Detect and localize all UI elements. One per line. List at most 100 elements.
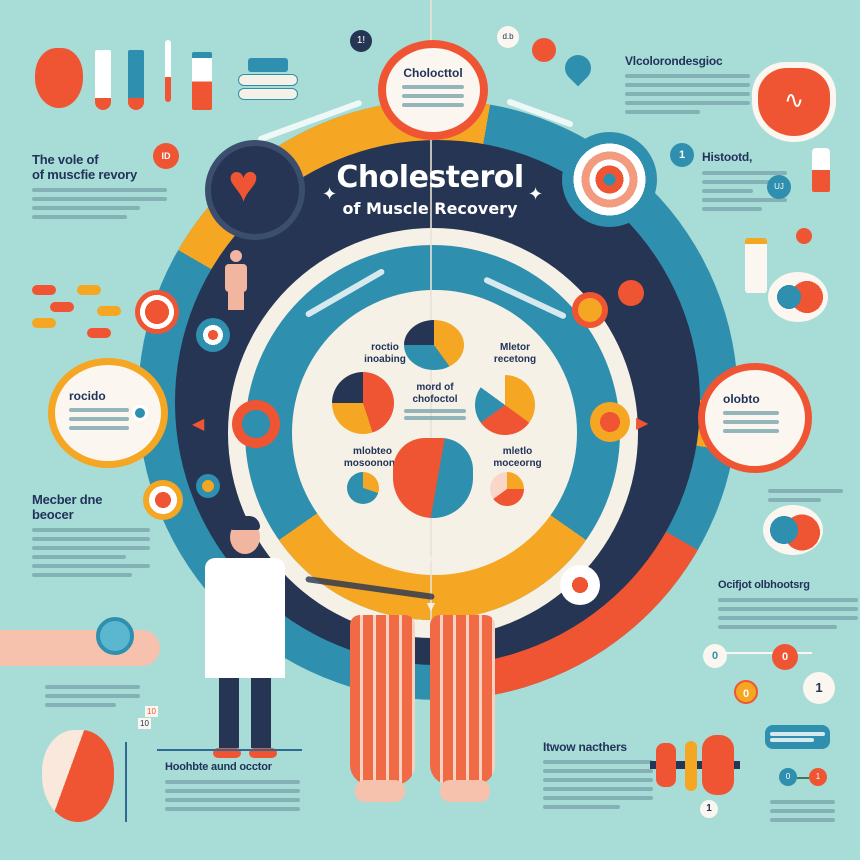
left-mid-heading-1: Mecber dne <box>32 492 103 507</box>
right-mid-node <box>590 402 630 442</box>
right-caption <box>768 484 843 507</box>
right-cluster-node <box>572 292 608 328</box>
left-info-bubble: rocido <box>48 358 168 468</box>
right-mid-heading: Histootd, <box>702 150 753 164</box>
center-label-bottom-left: mlobteo mosoonono <box>343 446 402 469</box>
syringe-icon <box>165 40 171 102</box>
right-lower-node <box>560 565 600 605</box>
vial-icon <box>192 52 212 110</box>
left-top-heading-1: The vole of <box>32 152 99 167</box>
bottom-left-text-block: Hoohbte aund occtor <box>165 760 300 816</box>
center-label-bottom-right: mletlo moceorng <box>493 446 542 469</box>
right-top-text-block: Vlcolorondesgioc <box>625 54 750 119</box>
title-line-1: Cholesterol <box>336 160 524 195</box>
right-mid-number-badge: 1 <box>670 143 694 167</box>
right-low-text-block: Ocifjot olbhootsrg <box>718 578 858 634</box>
right-mid-text-block: Histootd, <box>702 150 787 216</box>
top-pill-badge: d.b <box>497 26 519 48</box>
right-low-heading: Ocifjot olbhootsrg <box>718 579 810 591</box>
right-orange-dot <box>796 228 812 244</box>
body-figure-icon <box>225 250 247 310</box>
chain-node-1: 0 <box>703 644 727 668</box>
bottom-right-card <box>765 725 830 749</box>
chain-node-2: 0 <box>734 680 758 704</box>
dumbbell-badge: 1 <box>700 800 718 818</box>
orange-dot-icon <box>532 38 556 62</box>
heart-icon: ♥ <box>228 155 259 213</box>
inner-left-node <box>196 318 230 352</box>
page-title: Cholesterol of Muscle Recovery <box>300 160 560 218</box>
milk-bottle-icon <box>745 238 767 293</box>
dumbbell-icon <box>650 735 740 795</box>
right-cluster-node-2 <box>618 280 644 306</box>
bottom-right-node-link <box>797 777 809 779</box>
pie-top <box>404 320 464 370</box>
bottom-mid-text-block: Itwow nacthers <box>543 740 653 814</box>
test-tube-icon <box>128 50 144 110</box>
left-mid-heading-2: beocer <box>32 507 74 522</box>
small-orange-dot <box>196 474 220 498</box>
left-mid-text-block: Mecber dne beocer <box>32 492 150 582</box>
lens-icon <box>96 617 134 655</box>
center-label-top-left: roctio inoabing <box>364 342 406 365</box>
meter-stand <box>125 742 127 822</box>
hand-caption <box>45 680 140 712</box>
heart-pendant-icon: ♥ <box>420 548 434 573</box>
sparkle-icon: ✦ <box>322 184 338 204</box>
bottom-mid-heading: Itwow nacthers <box>543 740 627 754</box>
right-bubble-heading: olobto <box>723 392 760 406</box>
left-top-badge: ID <box>153 143 179 169</box>
pills-illustration <box>32 280 122 340</box>
anatomical-heart-icon <box>393 438 473 518</box>
left-bubble-connector-dot <box>132 405 148 421</box>
test-tube-icon <box>95 50 111 110</box>
left-lower-node <box>143 480 183 520</box>
sparkle-icon: ✦ <box>528 184 544 204</box>
pill-stack-icon <box>238 58 298 100</box>
location-pin-icon <box>559 49 597 87</box>
doctor-illustration <box>195 516 295 758</box>
top-number-badge: 1! <box>350 30 372 52</box>
left-top-text-block: The vole of of muscfie revory <box>32 152 167 224</box>
right-info-bubble: olobto <box>698 363 812 473</box>
right-venn-icon <box>763 505 823 555</box>
muscle-legs-illustration <box>350 615 500 805</box>
center-label-middle: mord of chofoctol <box>400 382 470 423</box>
meter-label-2: 10 <box>138 718 151 729</box>
bottom-left-heading: Hoohbte aund occtor <box>165 761 272 773</box>
right-mid-badge-2: UJ <box>767 175 791 199</box>
center-label-top-right: Mletor recetong <box>493 342 537 365</box>
node-chain-line <box>712 652 812 692</box>
hand-illustration <box>0 630 160 666</box>
bottom-right-node-b: 1 <box>809 768 827 786</box>
pie-right <box>475 375 535 435</box>
pie-left <box>332 372 394 434</box>
pie-bottom-left <box>347 472 379 504</box>
bottle-icon <box>812 148 830 192</box>
top-info-bubble: Cholocttol <box>378 40 488 140</box>
vertical-guide-line <box>430 0 432 620</box>
chain-node-3: 0 <box>772 644 798 670</box>
arrow-down-icon: ▼ <box>424 598 438 614</box>
heart-badge <box>205 140 305 240</box>
bottom-heart-illustration <box>42 730 114 822</box>
left-bubble-heading: rocido <box>69 389 106 403</box>
pulse-icon: ∿ <box>758 68 830 136</box>
left-mid-node <box>232 400 280 448</box>
top-bubble-heading: Cholocttol <box>403 66 463 80</box>
bottom-right-caption <box>770 795 835 827</box>
arrow-right-icon: ▶ <box>636 415 649 432</box>
left-target-node <box>135 290 179 334</box>
chain-node-4: 1 <box>803 672 835 704</box>
floor-line <box>157 749 302 751</box>
left-top-heading-2: of muscfie revory <box>32 167 137 182</box>
right-combo-node <box>768 272 828 322</box>
title-line-2: of Muscle Recovery <box>342 199 518 218</box>
heart-organ-icon <box>35 48 83 108</box>
right-top-heading: Vlcolorondesgioc <box>625 54 723 68</box>
bottom-right-node-a: 0 <box>779 768 797 786</box>
target-badge <box>562 132 657 227</box>
arrow-left-icon: ◀ <box>192 416 205 433</box>
heart-rate-badge: ∿ <box>752 62 836 142</box>
meter-label-1: 10 <box>145 706 158 717</box>
